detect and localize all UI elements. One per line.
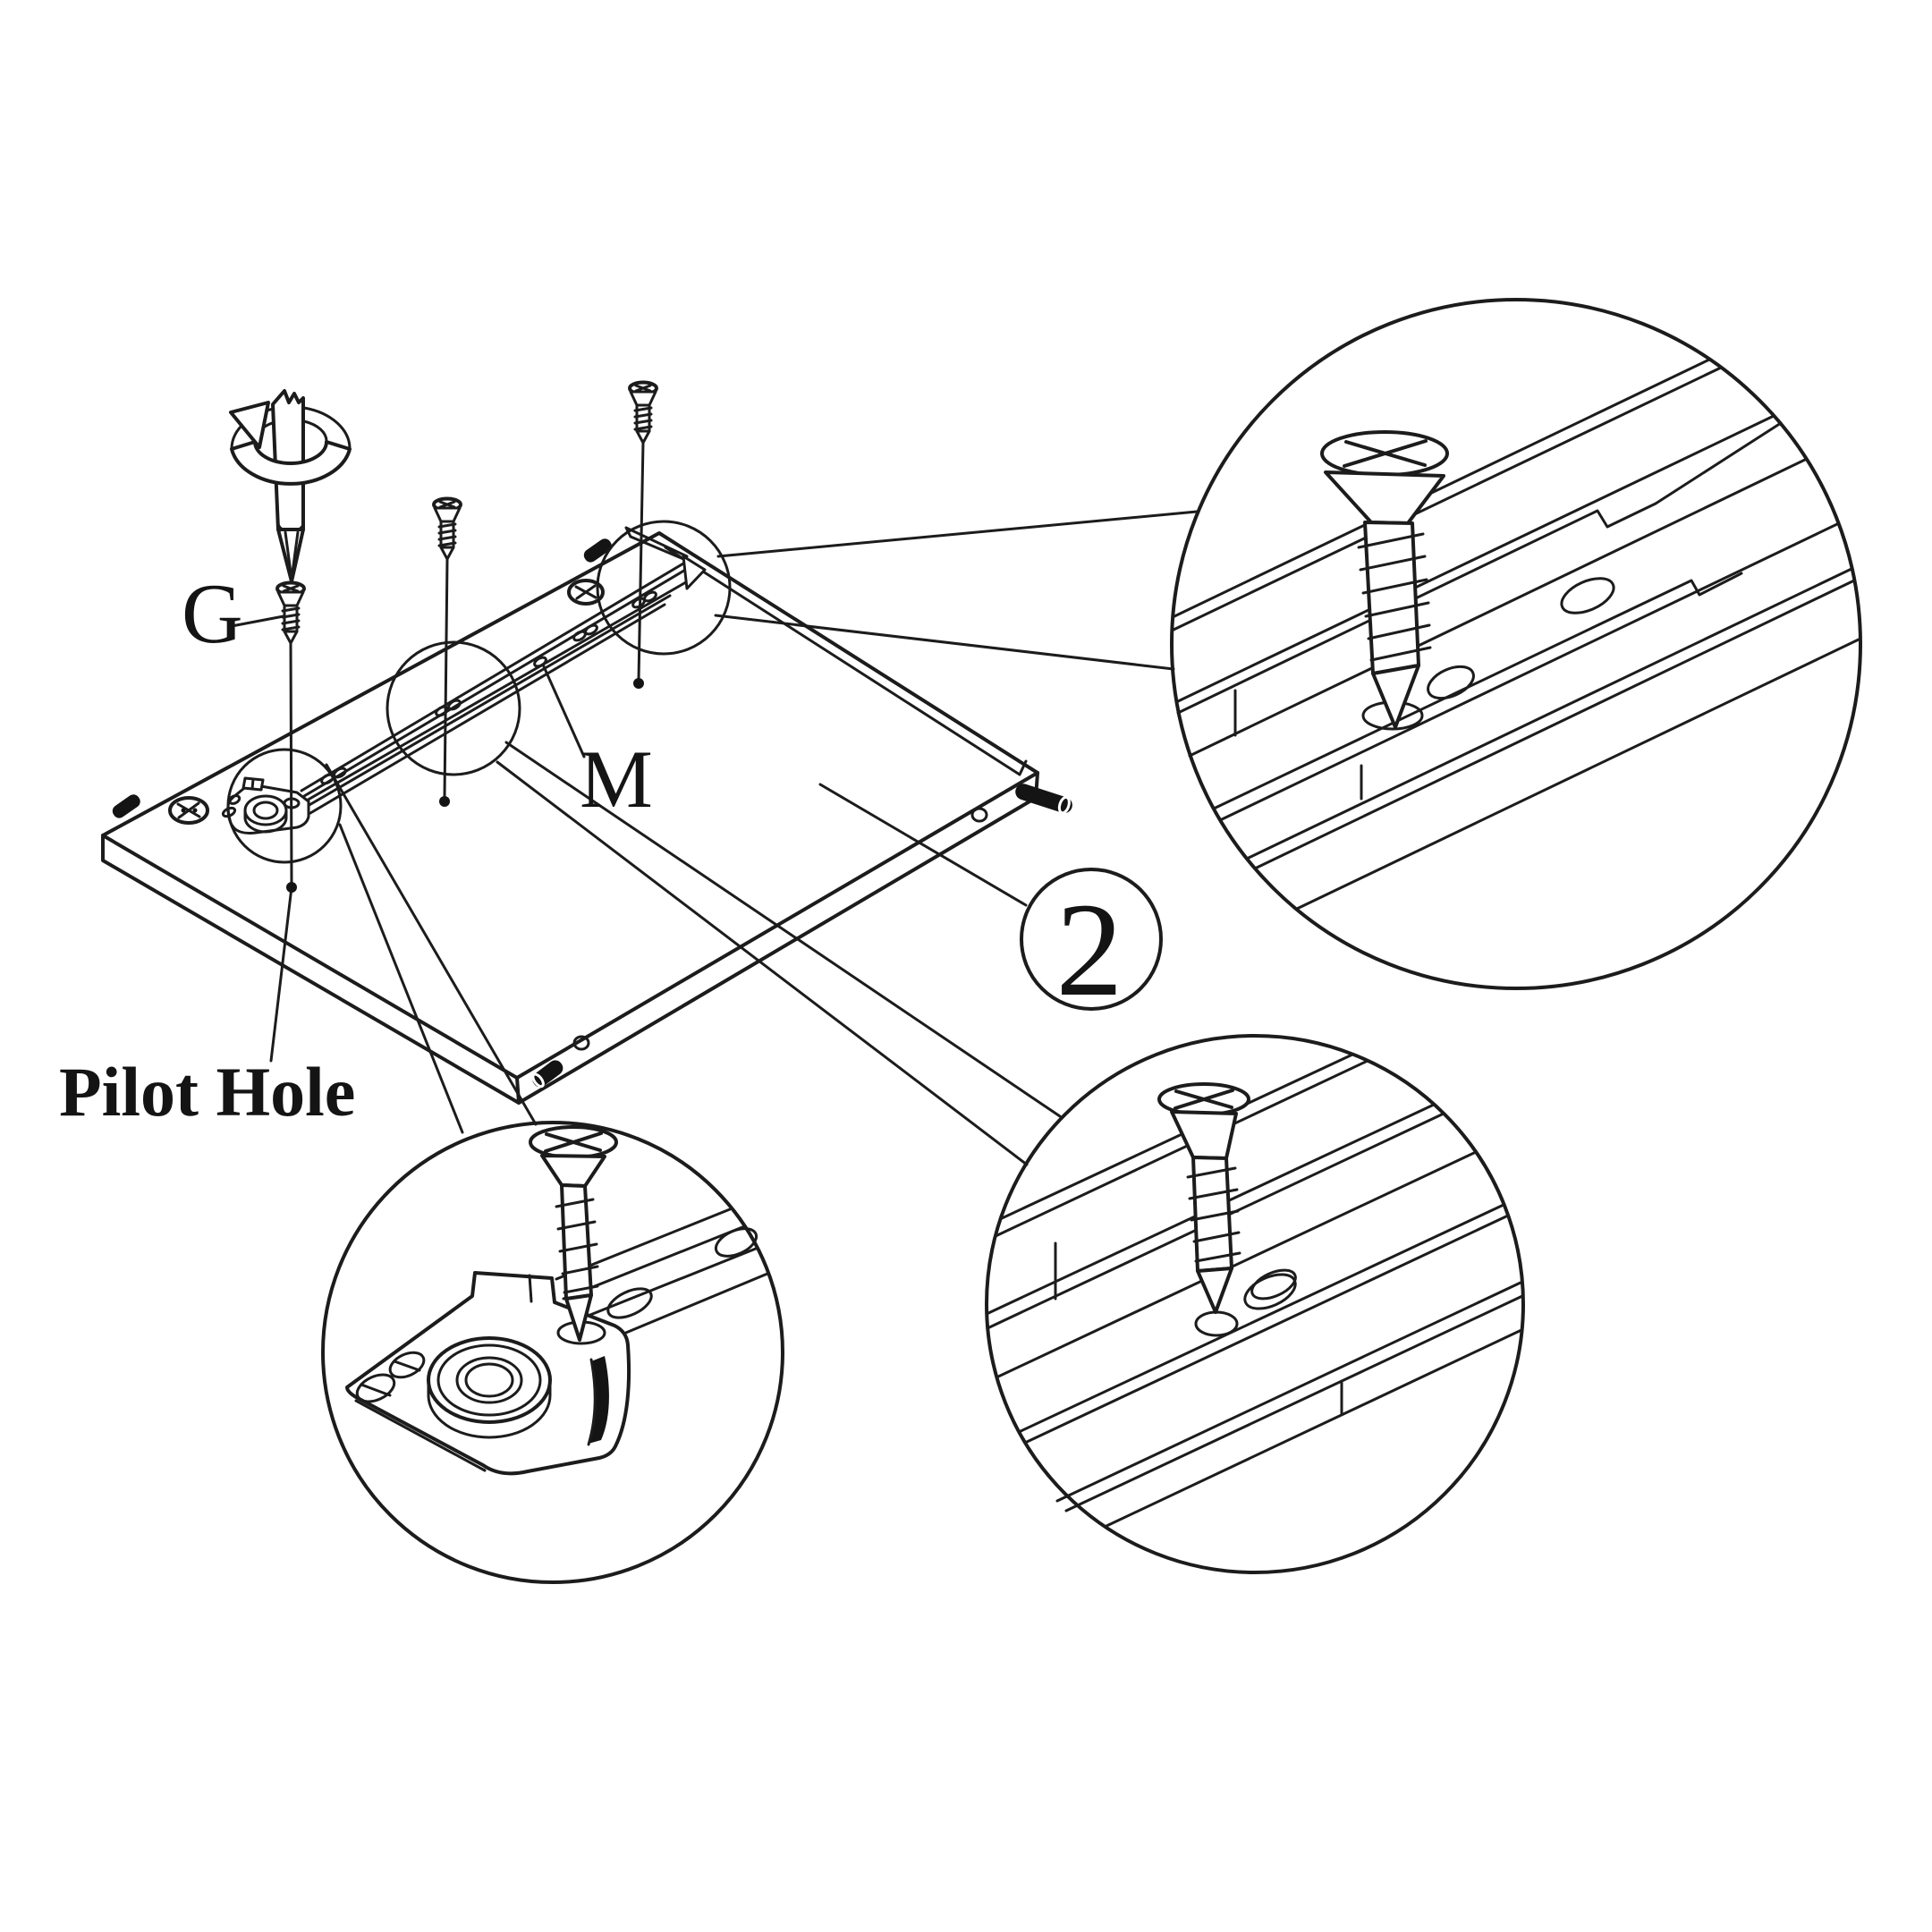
rail-lip-notch <box>1176 421 1783 715</box>
panel-edge-groove <box>664 546 1028 776</box>
detail-markers <box>226 520 732 864</box>
leader-part-m <box>541 663 586 758</box>
corner-bracket <box>221 776 310 835</box>
screw-m-trajectory <box>443 557 449 800</box>
edge-hole <box>970 807 988 823</box>
part-number-text: 2 <box>1056 876 1123 1024</box>
pin-endcap <box>1057 795 1071 815</box>
bracket-magnified <box>345 1271 653 1476</box>
screw-m-mid <box>432 496 462 800</box>
leader-part-g <box>230 614 285 628</box>
leader-pilot-hole <box>269 886 293 1063</box>
screw-magnified <box>529 1125 618 1342</box>
cam-lock-left <box>168 796 209 825</box>
screw-magnified <box>1320 430 1449 729</box>
screw-target-dot <box>439 796 450 807</box>
rail-end-step <box>1212 572 1743 810</box>
rotation-arrow-ring <box>230 440 352 486</box>
leader-to-detail-bottom-right <box>496 741 1062 1166</box>
pin-endcap <box>531 1072 545 1089</box>
cam-lock-top <box>567 579 605 606</box>
detail-top-right <box>1170 298 1862 990</box>
detail-bottom-right <box>985 1034 1525 1574</box>
leader-part2 <box>818 783 1028 907</box>
rail-section <box>1170 358 1862 911</box>
detail-bottom-left <box>321 1121 784 1584</box>
screw-right-trajectory <box>637 441 645 682</box>
screw-g-trajectory <box>289 641 293 886</box>
dowel-pin <box>112 794 140 818</box>
leader-lines <box>230 510 1199 1166</box>
leader-to-detail-bottom-left <box>325 763 538 1134</box>
bracket-roller <box>243 794 288 826</box>
detail-marker-bracket <box>226 748 343 864</box>
screw-target-dot <box>633 678 644 689</box>
rail-section <box>985 1053 1524 1529</box>
rotation-arrow-head <box>229 401 270 449</box>
rail-section <box>555 1208 769 1336</box>
screw-g <box>275 580 306 886</box>
dowel-pins <box>112 538 1072 1089</box>
screw-hole <box>1194 1310 1239 1337</box>
dowel-pin <box>532 1060 564 1088</box>
leader-to-detail-top-right <box>714 510 1199 671</box>
rail-end-tip <box>682 555 707 590</box>
dowel-pin <box>1015 784 1072 814</box>
label-pilot-hole: Pilot Hole <box>59 1053 355 1131</box>
screw-magnified <box>1157 1082 1250 1314</box>
pilot-hole-dot <box>286 882 297 893</box>
dowel-pin <box>583 538 612 563</box>
detail-marker-rail-mid <box>386 640 521 776</box>
screw-right <box>628 380 658 682</box>
label-part-g: G <box>182 566 243 661</box>
roller-magnified <box>427 1336 552 1424</box>
label-part-m: M <box>580 733 653 825</box>
part-number-badge: 2 <box>1020 868 1163 1024</box>
edge-hole <box>572 1035 590 1051</box>
detail-marker-rail-end <box>596 520 732 656</box>
screwdriver <box>229 389 352 583</box>
